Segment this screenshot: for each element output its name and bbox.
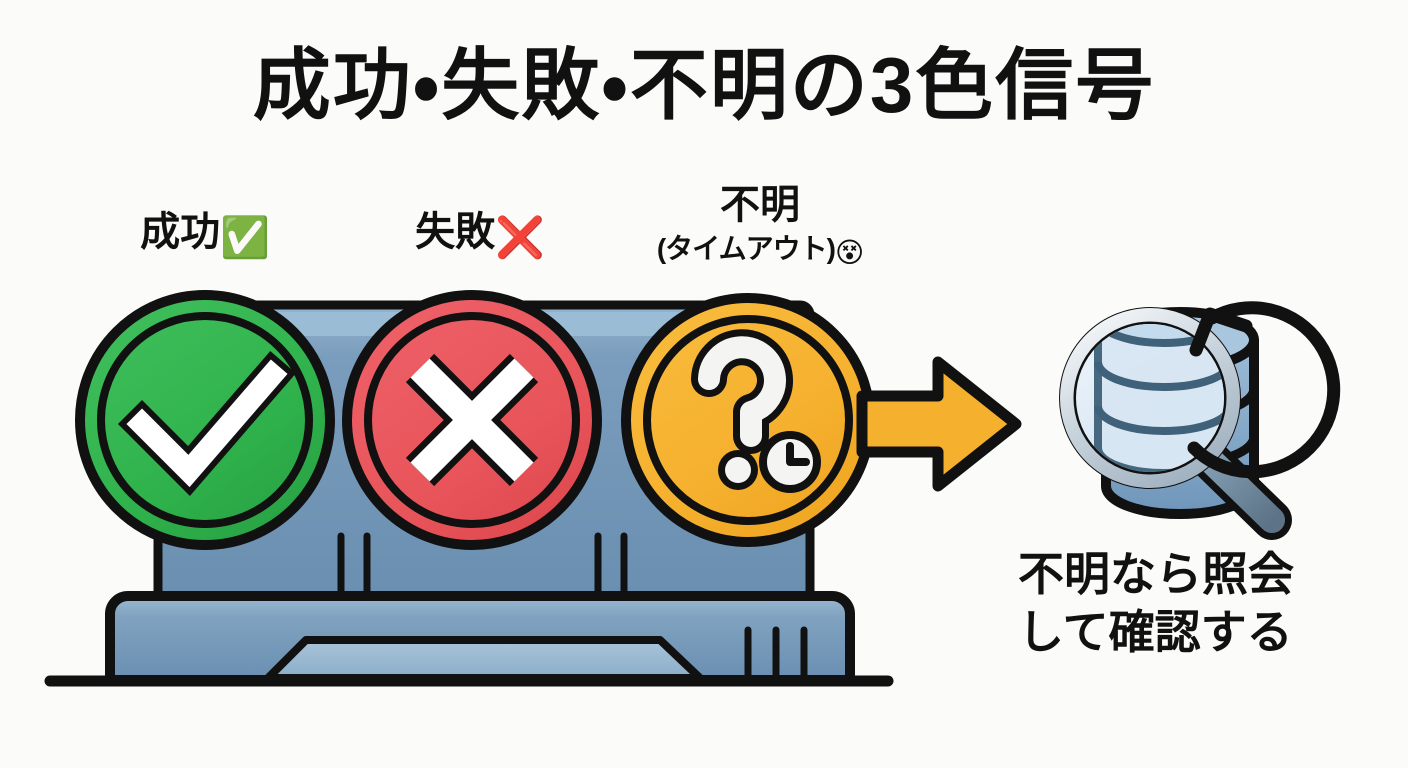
question-mark-stem xyxy=(698,336,786,447)
legend-sublabel-unknown-wrap: (タイムアウト)😵 xyxy=(610,229,910,273)
unknown-lamp[interactable] xyxy=(621,293,875,547)
requery-caption-line-2: して確認する xyxy=(1018,606,1293,658)
legend-text-failure: 失敗 xyxy=(415,210,496,254)
question-mark-icon xyxy=(691,329,793,490)
retry-arrow-head xyxy=(1189,307,1253,357)
success-lamp[interactable] xyxy=(75,290,335,550)
requery-caption: 不明なら照会 して確認する xyxy=(1018,545,1348,661)
legend-text-unknown: 不明 xyxy=(720,183,800,227)
legend-subtext-unknown: (タイムアウト) xyxy=(656,233,836,264)
magnifier-rim xyxy=(1060,308,1240,488)
page-title: 成功・失敗・不明の3色信号 xyxy=(252,41,1156,129)
housing-vent-marks xyxy=(337,532,628,602)
flow-arrow-shape xyxy=(856,356,1022,492)
failure-lamp-inner-ring xyxy=(364,312,580,528)
unknown-lamp-inner-ring xyxy=(643,315,853,525)
retry-arrow-icon xyxy=(1187,301,1341,479)
legend-text-success: 成功 xyxy=(140,210,221,254)
question-mark-dot xyxy=(725,457,751,483)
cross-mark-emoji: ❌ xyxy=(495,216,545,260)
legend-label-success: 成功✅ xyxy=(75,208,335,262)
dizzy-face-emoji: 😵 xyxy=(834,237,864,268)
retry-arrow-curve xyxy=(1187,301,1341,479)
housing-base-panel xyxy=(264,636,704,682)
database-magnifier-retry-icon[interactable] xyxy=(1059,293,1341,540)
success-lamp-inner-ring xyxy=(97,312,313,528)
check-mark-icon xyxy=(126,359,288,488)
flow-arrow-right xyxy=(856,356,1022,492)
housing-base-vent-marks xyxy=(744,626,808,682)
clock-icon xyxy=(759,431,821,493)
requery-caption-line-1: 不明なら照会 xyxy=(1018,548,1294,600)
clock-hands xyxy=(786,442,810,466)
success-lamp-disc xyxy=(75,290,335,550)
white-heavy-check-mark-emoji: ✅ xyxy=(220,216,270,260)
cross-mark-icon xyxy=(410,358,534,482)
failure-lamp[interactable] xyxy=(342,290,602,550)
legend-label-unknown: 不明 (タイムアウト)😵 xyxy=(610,183,910,273)
legend-label-failure: 失敗❌ xyxy=(350,208,610,262)
